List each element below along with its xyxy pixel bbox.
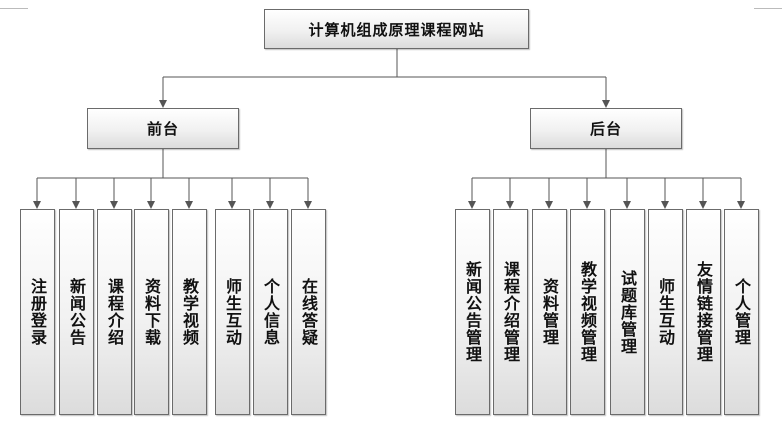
back-module: 资料管理: [532, 209, 567, 415]
back-module: 个人管理: [724, 209, 759, 415]
front-module: 注册登录: [20, 209, 55, 415]
front-module: 教学视频: [172, 209, 207, 415]
back-module-label: 资料管理: [540, 278, 559, 346]
back-node: 后台: [530, 108, 682, 149]
back-module-label: 个人管理: [732, 278, 751, 346]
front-module: 课程介绍: [97, 209, 132, 415]
front-module: 资料下载: [134, 209, 169, 415]
back-module: 新闻公告管理: [455, 209, 490, 415]
root-title: 计算机组成原理课程网站: [308, 20, 485, 39]
back-title: 后台: [589, 120, 622, 138]
front-module-label: 注册登录: [28, 278, 47, 346]
front-module-label: 教学视频: [180, 278, 199, 346]
front-module-label: 资料下载: [142, 278, 161, 346]
front-module: 新闻公告: [59, 209, 94, 415]
front-module-label: 新闻公告: [67, 278, 86, 346]
back-module-label: 友情链接管理: [694, 261, 713, 363]
front-node: 前台: [87, 108, 239, 149]
back-module: 友情链接管理: [686, 209, 721, 415]
back-module: 课程介绍管理: [493, 209, 528, 415]
back-module: 师生互动: [648, 209, 683, 415]
front-module-label: 个人信息: [261, 278, 280, 346]
front-module: 师生互动: [215, 209, 250, 415]
back-module-label: 教学视频管理: [578, 261, 597, 363]
back-module-label: 新闻公告管理: [463, 261, 482, 363]
root-node: 计算机组成原理课程网站: [264, 9, 529, 49]
front-module-label: 在线答疑: [299, 278, 318, 346]
top-right-corner-line: [754, 0, 782, 9]
back-module-label: 试题库管理: [618, 269, 637, 355]
front-module-label: 师生互动: [223, 278, 242, 346]
front-module: 个人信息: [253, 209, 288, 415]
back-module-label: 师生互动: [656, 278, 675, 346]
top-left-corner-line: [0, 0, 28, 9]
front-module: 在线答疑: [291, 209, 326, 415]
front-module-label: 课程介绍: [105, 278, 124, 346]
back-module-label: 课程介绍管理: [501, 261, 520, 363]
back-module: 试题库管理: [610, 209, 645, 415]
back-module: 教学视频管理: [570, 209, 605, 415]
front-title: 前台: [146, 120, 179, 138]
